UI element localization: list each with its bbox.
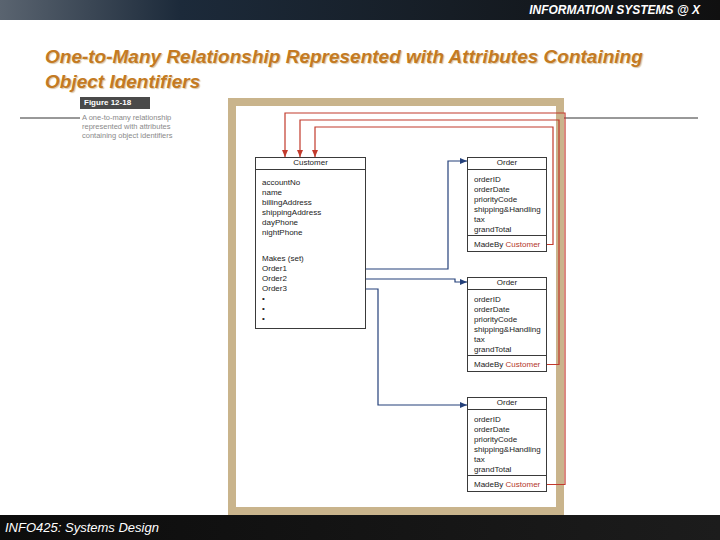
attribute-text: tax [474,455,544,465]
relationship-arrow [300,120,559,365]
attribute-text: accountNo [262,178,363,188]
attribute-text: orderDate [474,185,544,195]
relationship-arrow [366,161,467,269]
attribute-text: priorityCode [474,315,544,325]
bottom-bar [0,515,720,540]
attribute-text: orderID [474,415,544,425]
attribute-text: shipping&Handling [474,205,544,215]
ellipsis-dot: • [262,314,363,324]
attribute-text: grandTotal [474,225,544,235]
relationship-arrow [366,279,467,282]
attribute-section: orderIDorderDatepriorityCodeshipping&Han… [468,410,546,475]
attribute-section: accountNonamebillingAddressshippingAddre… [256,170,365,238]
entity-box: OrderorderIDorderDatepriorityCodeshippin… [467,277,547,372]
course-header: INFORMATION SYSTEMS @ X [529,3,700,17]
reference-line: MadeBy Customer [474,240,544,250]
entity-name: Customer [256,158,365,170]
attribute-text: priorityCode [474,435,544,445]
entity-box: CustomeraccountNonamebillingAddressshipp… [255,157,366,329]
attribute-section: MadeBy Customer [468,475,546,491]
entity-name: Order [468,158,546,170]
attribute-section: Makes (set)Order1Order2Order3••• [256,238,365,328]
top-bar [0,0,720,20]
figure-number: Figure 12-18 [80,97,150,109]
attribute-section: orderIDorderDatepriorityCodeshipping&Han… [468,170,546,235]
reference-line: MadeBy Customer [474,480,544,490]
rule-line [563,118,698,119]
reference-target: Customer [506,480,541,489]
attribute-section: MadeBy Customer [468,355,546,371]
course-footer: INFO425: Systems Design [5,520,159,535]
entity-name: Order [468,398,546,410]
attribute-text: name [262,188,363,198]
reference-name: MadeBy [474,240,503,249]
ellipsis-dot: • [262,294,363,304]
attribute-text: grandTotal [474,345,544,355]
attribute-section: orderIDorderDatepriorityCodeshipping&Han… [468,290,546,355]
attribute-text: orderID [474,295,544,305]
relationship-arrow [285,113,565,485]
attribute-text: Makes (set) [262,254,363,264]
attribute-text: shipping&Handling [474,445,544,455]
figure-caption: A one-to-many relationship represented w… [82,113,186,140]
figure-frame [228,98,564,515]
attribute-text: tax [474,335,544,345]
reference-name: MadeBy [474,480,503,489]
reference-target: Customer [506,360,541,369]
attribute-text: Order1 [262,264,363,274]
attribute-text: Order3 [262,284,363,294]
attribute-text: nightPhone [262,228,363,238]
ellipsis-dot: • [262,304,363,314]
rule-line [20,118,80,119]
entity-box: OrderorderIDorderDatepriorityCodeshippin… [467,397,547,492]
attribute-text: billingAddress [262,198,363,208]
relationship-arrow [366,289,467,405]
slide-title: One-to-Many Relationship Represented wit… [45,44,655,94]
attribute-text: shipping&Handling [474,325,544,335]
attribute-text: tax [474,215,544,225]
reference-name: MadeBy [474,360,503,369]
reference-line: MadeBy Customer [474,360,544,370]
reference-target: Customer [506,240,541,249]
attribute-text: orderDate [474,425,544,435]
attribute-text: dayPhone [262,218,363,228]
attribute-text: grandTotal [474,465,544,475]
entity-box: OrderorderIDorderDatepriorityCodeshippin… [467,157,547,252]
figure-panel [236,106,556,507]
attribute-text: priorityCode [474,195,544,205]
attribute-text: Order2 [262,274,363,284]
attribute-text: shippingAddress [262,208,363,218]
attribute-section: MadeBy Customer [468,235,546,251]
relationship-arrow [315,127,553,245]
attribute-text: orderID [474,175,544,185]
entity-name: Order [468,278,546,290]
attribute-text: orderDate [474,305,544,315]
